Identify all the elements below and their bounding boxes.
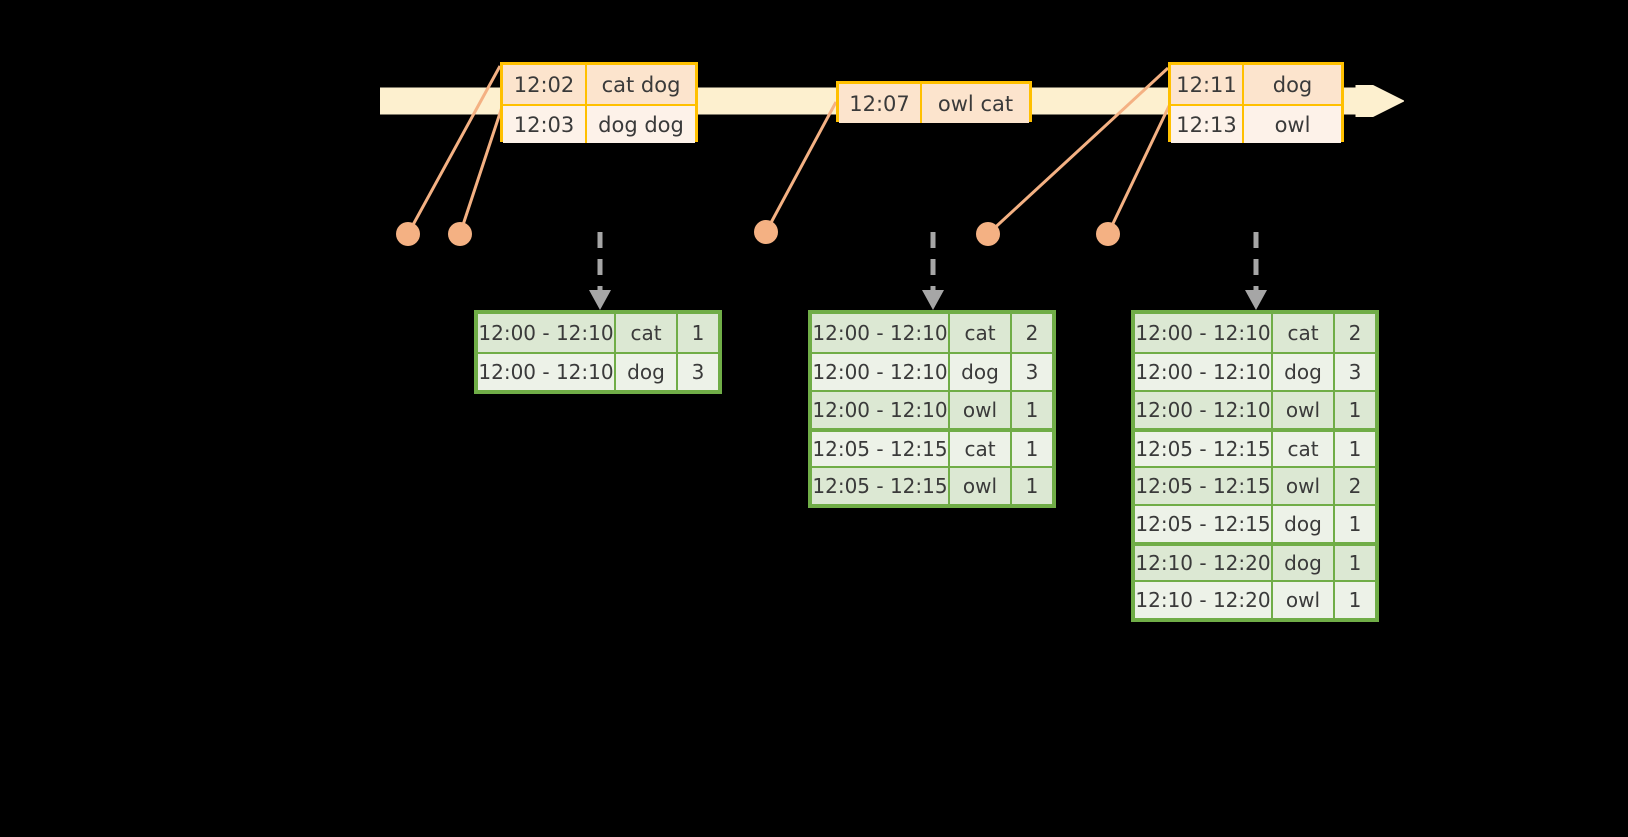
word-cell: dog (950, 354, 1012, 390)
word-cell: dog (1273, 506, 1335, 542)
count-cell: 2 (1012, 314, 1052, 352)
window-cell: 12:00 - 12:10 (812, 314, 950, 352)
word-cell: cat (1273, 432, 1335, 466)
event-words: dog (1244, 65, 1341, 104)
word-cell: cat (616, 314, 678, 352)
word-cell: owl (950, 468, 1012, 504)
event-time: 12:02 (503, 65, 587, 104)
word-cell: owl (950, 392, 1012, 428)
window-cell: 12:05 - 12:15 (1135, 432, 1273, 466)
event-marker-3 (754, 220, 778, 244)
event-marker-4 (976, 222, 1000, 246)
connector-lines (406, 65, 1172, 236)
event-time: 12:11 (1171, 65, 1244, 104)
count-cell: 1 (1335, 506, 1375, 542)
event-marker-5 (1096, 222, 1120, 246)
window-cell: 12:00 - 12:10 (812, 354, 950, 390)
count-cell: 1 (1012, 432, 1052, 466)
count-cell: 1 (1335, 546, 1375, 580)
window-cell: 12:00 - 12:10 (1135, 314, 1273, 352)
window-cell: 12:00 - 12:10 (1135, 392, 1273, 428)
event-words: owl cat (922, 84, 1029, 123)
count-cell: 1 (1335, 432, 1375, 466)
count-cell: 3 (1012, 354, 1052, 390)
window-cell: 12:00 - 12:10 (812, 392, 950, 428)
window-cell: 12:00 - 12:10 (478, 354, 616, 390)
window-cell: 12:05 - 12:15 (1135, 468, 1273, 504)
word-cell: cat (950, 314, 1012, 352)
count-cell: 3 (1335, 354, 1375, 390)
word-cell: owl (1273, 468, 1335, 504)
window-cell: 12:00 - 12:10 (1135, 354, 1273, 390)
event-box-1: 12:02 cat dog 12:03 dog dog (500, 62, 698, 143)
window-cell: 12:05 - 12:15 (812, 432, 950, 466)
event-time: 12:03 (503, 106, 587, 143)
word-cell: owl (1273, 582, 1335, 618)
count-cell: 1 (1012, 392, 1052, 428)
window-cell: 12:10 - 12:20 (1135, 582, 1273, 618)
event-words: owl (1244, 106, 1341, 143)
dashed-arrow-down-icon (1245, 232, 1267, 310)
window-cell: 12:05 - 12:15 (812, 468, 950, 504)
word-cell: dog (616, 354, 678, 390)
event-box-2: 12:07 owl cat (836, 81, 1032, 123)
count-cell: 1 (1012, 468, 1052, 504)
event-row: 12:13 owl (1171, 104, 1341, 143)
dashed-arrow-down-icon (922, 232, 944, 310)
window-cell: 12:05 - 12:15 (1135, 506, 1273, 542)
dashed-arrow-down-icon (589, 232, 611, 310)
event-marker-2 (448, 222, 472, 246)
count-cell: 1 (1335, 582, 1375, 618)
event-box-3: 12:11 dog 12:13 owl (1168, 62, 1344, 143)
event-row: 12:03 dog dog (503, 104, 695, 143)
count-cell: 1 (678, 314, 718, 352)
event-row: 12:07 owl cat (839, 84, 1029, 123)
event-time: 12:07 (839, 84, 922, 123)
event-marker-1 (396, 222, 420, 246)
word-cell: cat (950, 432, 1012, 466)
word-cell: dog (1273, 546, 1335, 580)
event-words: cat dog (587, 65, 695, 104)
event-row: 12:11 dog (1171, 65, 1341, 104)
word-cell: owl (1273, 392, 1335, 428)
word-cell: cat (1273, 314, 1335, 352)
event-time: 12:13 (1171, 106, 1244, 143)
count-cell: 3 (678, 354, 718, 390)
event-row: 12:02 cat dog (503, 65, 695, 104)
count-cell: 2 (1335, 314, 1375, 352)
count-cell: 1 (1335, 392, 1375, 428)
event-words: dog dog (587, 106, 695, 143)
count-cell: 2 (1335, 468, 1375, 504)
window-cell: 12:10 - 12:20 (1135, 546, 1273, 580)
window-cell: 12:00 - 12:10 (478, 314, 616, 352)
word-cell: dog (1273, 354, 1335, 390)
